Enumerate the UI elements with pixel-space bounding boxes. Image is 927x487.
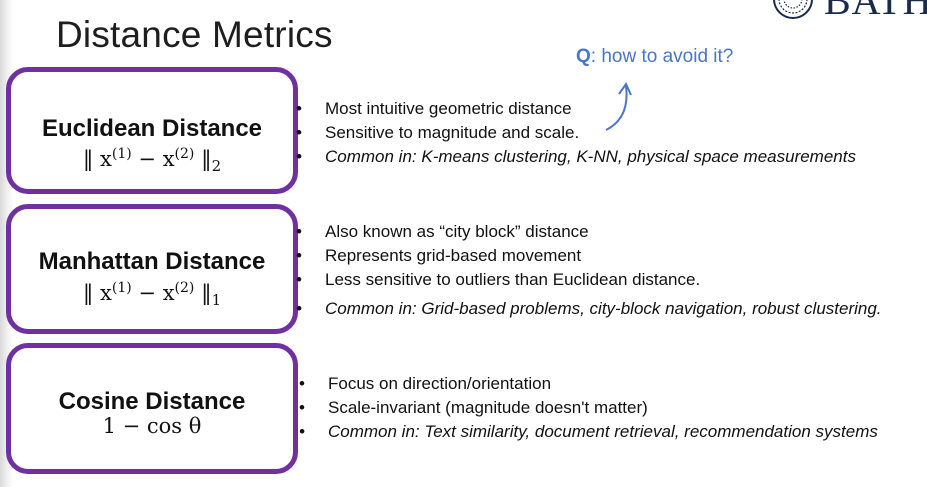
cosine-bullets: Focus on direction/orientation Scale-inv…	[299, 372, 878, 444]
crest-icon	[773, 0, 813, 19]
university-logo: BATH	[766, 0, 927, 22]
cosine-title: Cosine Distance	[58, 388, 246, 415]
cosine-box: Cosine Distance 1 − cos θ	[6, 343, 298, 474]
list-item: Less sensitive to outliers than Euclidea…	[296, 268, 882, 292]
manhattan-formula: ‖ x(1) − x(2) ‖1	[82, 280, 222, 310]
question-text: : how to avoid it?	[590, 46, 734, 67]
euclidean-bullets: Most intuitive geometric distance Sensit…	[296, 97, 856, 169]
list-item: Scale-invariant (magnitude doesn't matte…	[299, 396, 878, 420]
list-item: Focus on direction/orientation	[299, 372, 878, 396]
logo-wordmark: BATH	[824, 0, 927, 22]
list-item: Most intuitive geometric distance	[296, 97, 856, 121]
list-item: Represents grid-based movement	[296, 244, 882, 268]
slide-title: Distance Metrics	[56, 14, 333, 55]
manhattan-box: Manhattan Distance ‖ x(1) − x(2) ‖1	[6, 204, 298, 334]
list-item: Common in: Text similarity, document ret…	[299, 420, 878, 444]
cosine-formula: 1 − cos θ	[102, 414, 202, 438]
question-note: Q: how to avoid it?	[576, 46, 733, 68]
euclidean-title: Euclidean Distance	[41, 115, 263, 142]
manhattan-bullets: Also known as “city block” distance Repr…	[296, 220, 882, 321]
euclidean-box: Euclidean Distance ‖ x(1) − x(2) ‖2	[6, 67, 298, 194]
question-prefix: Q	[576, 46, 591, 67]
list-item: Common in: K-means clustering, K-NN, phy…	[296, 145, 856, 169]
list-item: Common in: Grid-based problems, city-blo…	[296, 297, 882, 321]
list-item: Also known as “city block” distance	[296, 220, 882, 244]
list-item: Sensitive to magnitude and scale.	[296, 121, 856, 145]
manhattan-title: Manhattan Distance	[38, 248, 266, 275]
euclidean-formula: ‖ x(1) − x(2) ‖2	[82, 146, 222, 176]
